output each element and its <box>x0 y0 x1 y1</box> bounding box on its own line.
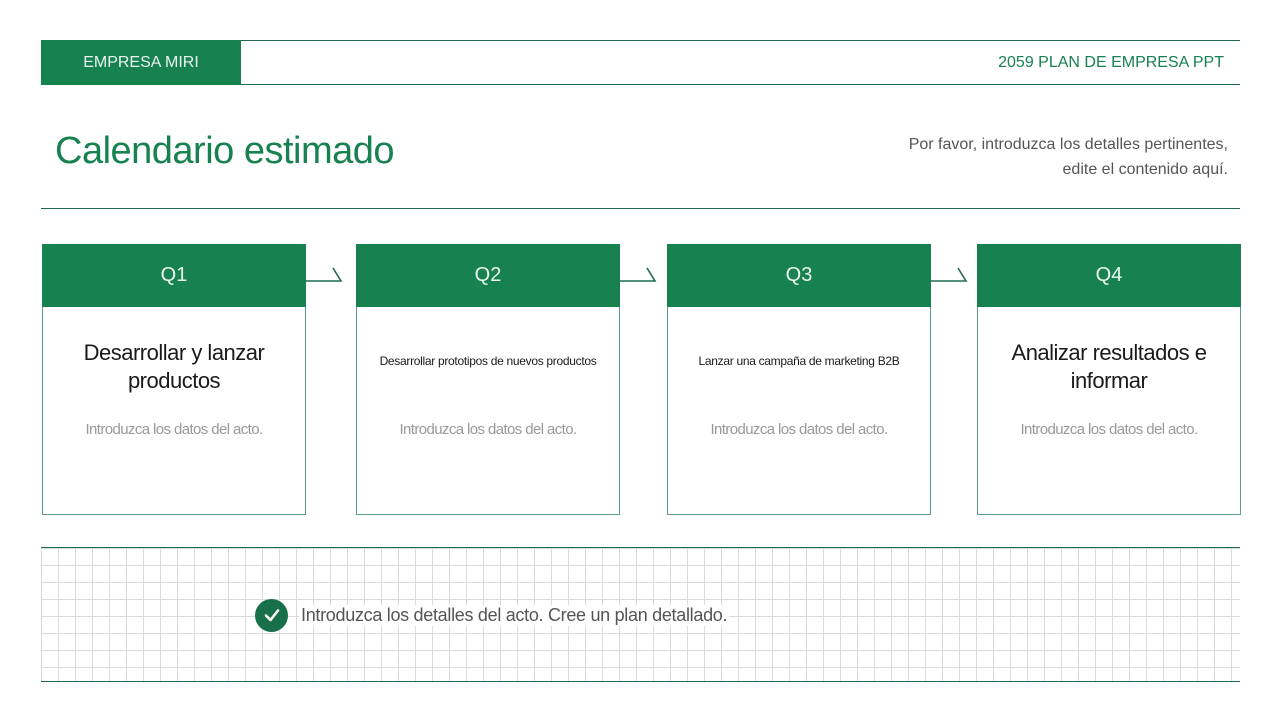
footer-note-text: Introduzca los detalles del acto. Cree u… <box>299 604 730 626</box>
plan-title: 2059 PLAN DE EMPRESA PPT <box>998 53 1224 71</box>
quarter-label: Q4 <box>977 244 1241 307</box>
quarter-card-q2: Q2 Desarrollar prototipos de nuevos prod… <box>356 244 620 515</box>
page-subtitle: Por favor, introduzca los detalles perti… <box>808 132 1228 182</box>
quarter-description: Introduzca los datos del acto. <box>1020 421 1198 438</box>
arrow-connector-icon <box>930 267 968 282</box>
quarter-description: Introduzca los datos del acto. <box>399 421 577 438</box>
arrow-connector-icon <box>619 267 657 282</box>
quarter-card-q3: Q3 Lanzar una campaña de marketing B2B I… <box>667 244 931 515</box>
quarter-card-q1: Q1 Desarrollar y lanzar productos Introd… <box>42 244 306 515</box>
quarter-card-q4: Q4 Analizar resultados e informar Introd… <box>977 244 1241 515</box>
quarter-label: Q2 <box>356 244 620 307</box>
quarter-description: Introduzca los datos del acto. <box>85 421 263 438</box>
title-divider <box>41 208 1240 209</box>
quarter-title: Desarrollar y lanzar productos <box>83 340 265 393</box>
quarter-title: Lanzar una campaña de marketing B2B <box>698 354 900 368</box>
quarter-title: Desarrollar prototipos de nuevos product… <box>379 354 597 368</box>
check-circle-icon <box>255 598 288 632</box>
grid-note-panel: Introduzca los detalles del acto. Cree u… <box>41 547 1240 682</box>
footer-note: Introduzca los detalles del acto. Cree u… <box>255 598 730 632</box>
page-title: Calendario estimado <box>55 130 395 172</box>
quarter-title: Analizar resultados e informar <box>1011 340 1207 393</box>
subtitle-line-1: Por favor, introduzca los detalles perti… <box>908 136 1228 153</box>
quarter-description: Introduzca los datos del acto. <box>710 421 888 438</box>
company-name-tag: EMPRESA MIRI <box>41 40 241 85</box>
arrow-connector-icon <box>305 267 343 282</box>
top-header-bar: EMPRESA MIRI 2059 PLAN DE EMPRESA PPT <box>41 40 1240 85</box>
quarter-label: Q3 <box>667 244 931 307</box>
subtitle-line-2: edite el contenido aquí. <box>1062 161 1228 178</box>
quarter-label: Q1 <box>42 244 306 307</box>
